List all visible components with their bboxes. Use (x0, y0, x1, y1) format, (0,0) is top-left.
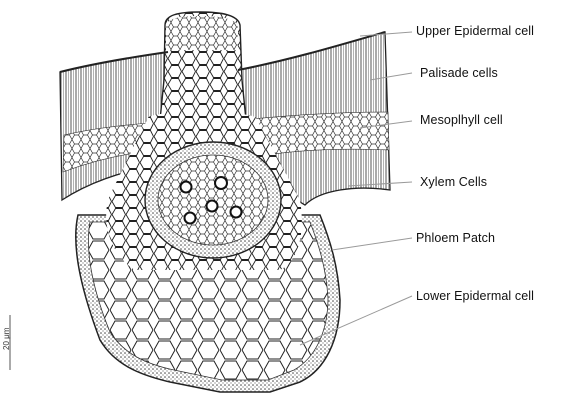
label-xylem: Xylem Cells (420, 175, 487, 189)
scale-bar-label: 20 μm (2, 328, 11, 350)
label-palisade: Palisade cells (420, 66, 498, 80)
label-mesophyll: Mesoplhyll cell (420, 113, 503, 127)
label-lower-epidermal: Lower Epidermal cell (416, 289, 534, 303)
label-upper-epidermal: Upper Epidermal cell (416, 24, 534, 38)
ridge-cap (166, 16, 238, 50)
label-phloem: Phloem Patch (416, 231, 495, 245)
